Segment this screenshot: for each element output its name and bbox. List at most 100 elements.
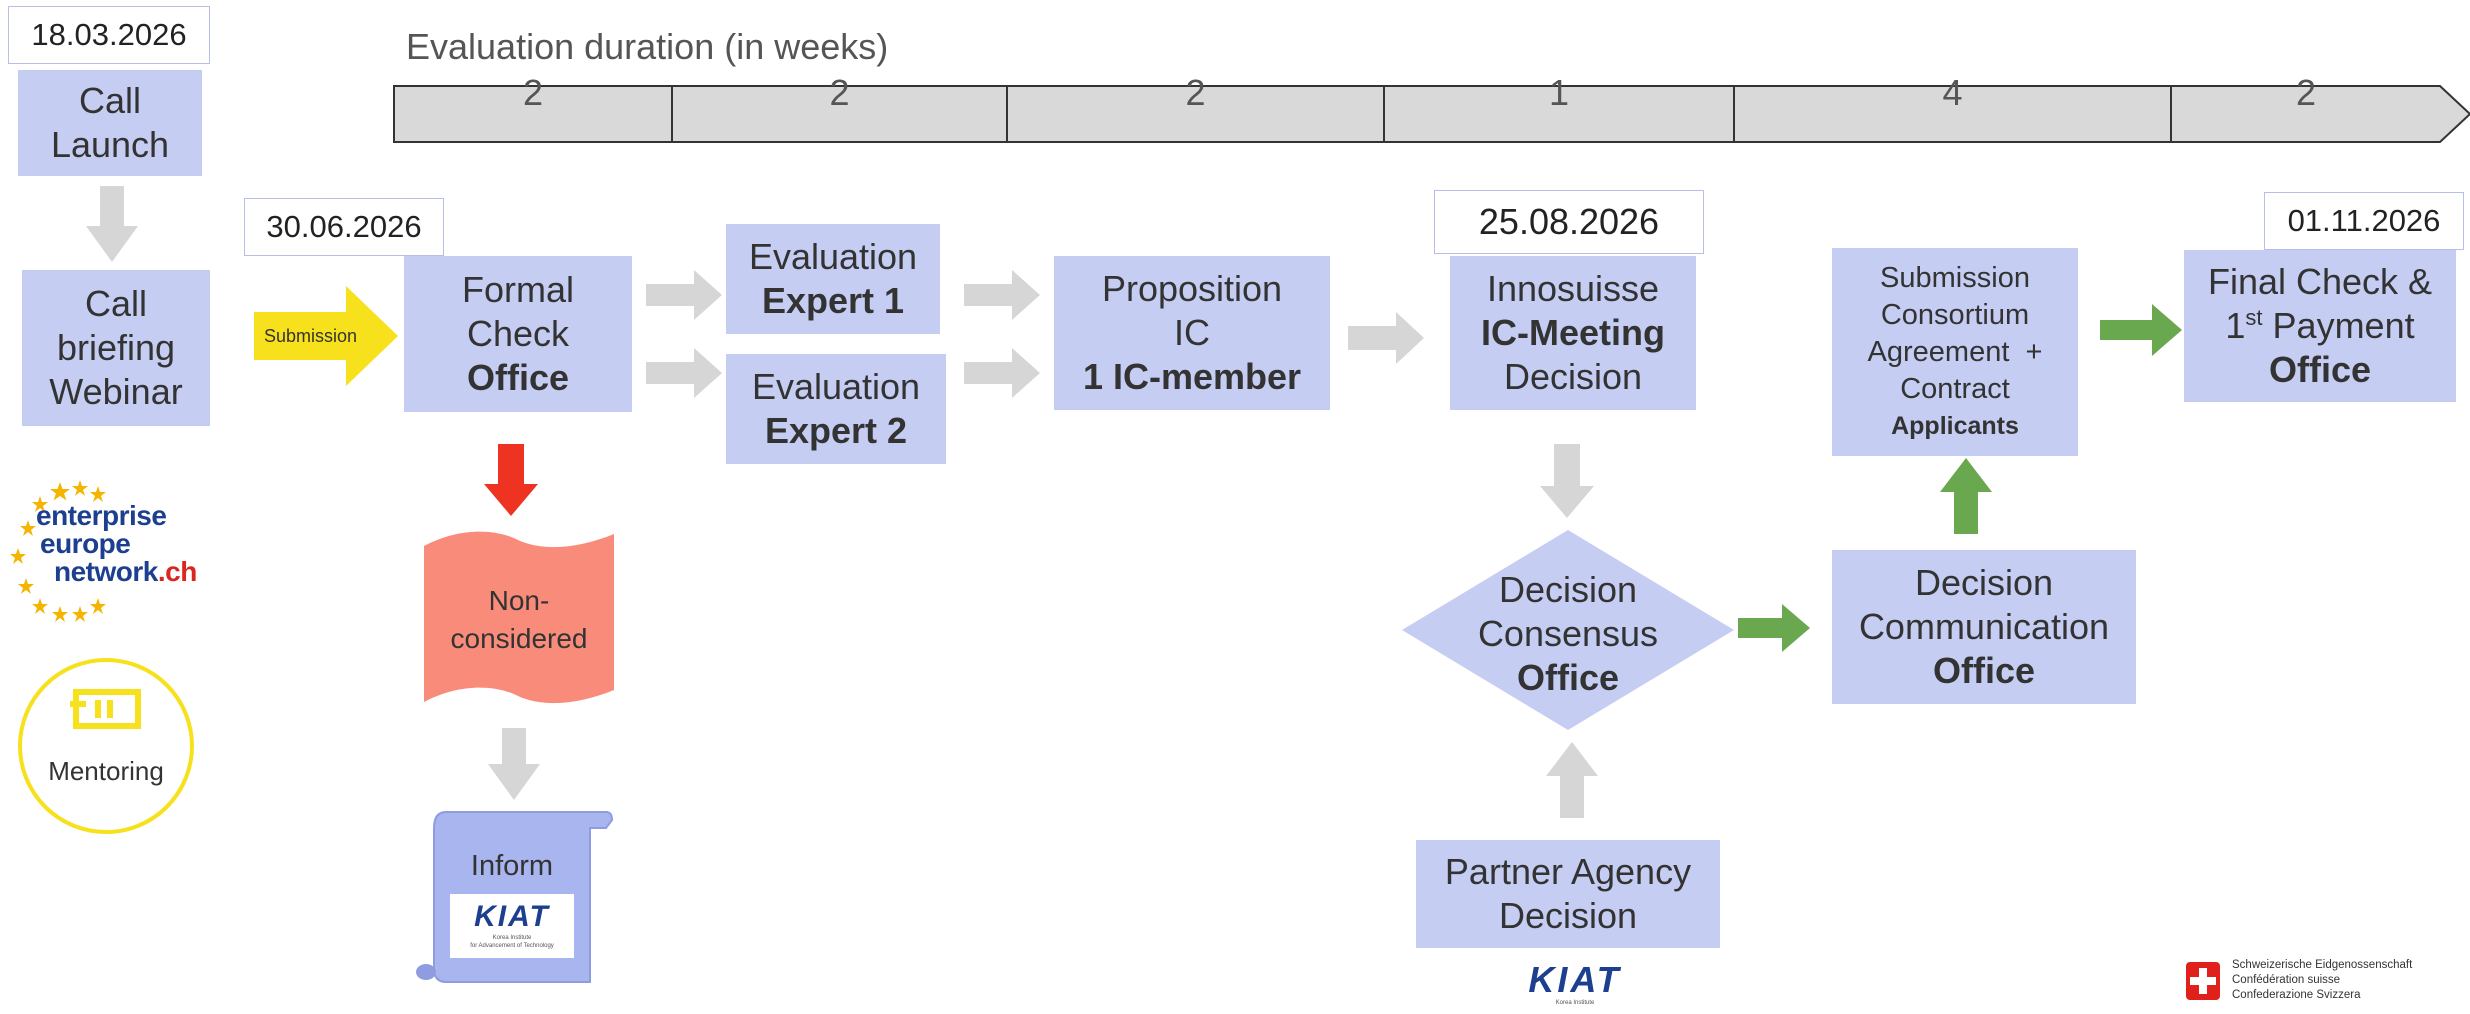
scroll-curl	[416, 964, 436, 980]
right-arrow	[964, 270, 1040, 320]
een-logo: enterprise europe network.ch	[36, 502, 197, 586]
swiss-text-line: Confederazione Svizzera	[2232, 989, 2361, 1001]
step-text: Evaluation	[751, 366, 921, 407]
step-decision-communication: Decision Communication Office	[1832, 550, 2136, 704]
step-consortium-agreement: Submission Consortium Agreement + Contra…	[1832, 248, 2078, 456]
step-text: Partner Agency	[1444, 851, 1692, 892]
swiss-flag-icon	[2186, 962, 2220, 1000]
timeline-segment: 2	[1185, 72, 1206, 113]
down-arrow	[488, 728, 540, 800]
step-call-briefing: Call briefing Webinar	[22, 270, 210, 426]
step-proposition-ic: Proposition IC 1 IC-member	[1054, 256, 1330, 410]
kiat-subtitle: Korea Institute	[492, 935, 532, 941]
step-text: Consortium	[1880, 298, 2030, 331]
step-role: IC-Meeting	[1481, 312, 1665, 353]
inform-label: Inform	[470, 850, 554, 882]
step-text: Innosuisse	[1486, 268, 1660, 309]
step-text: Call	[84, 283, 147, 324]
timeline-segment: 1	[1548, 72, 1570, 113]
mentoring-circle	[18, 658, 194, 834]
een-stars	[10, 480, 106, 622]
step-text: Formal	[461, 269, 574, 310]
non-considered-text: Non- considered	[424, 582, 614, 658]
step-evaluation-expert-2: Evaluation Expert 2	[726, 354, 946, 464]
timeline-bar	[393, 85, 2470, 143]
step-evaluation-expert-1: Evaluation Expert 1	[726, 224, 940, 334]
step-text: Call	[78, 80, 141, 121]
kiat-wordmark: KIAT	[474, 900, 550, 933]
step-role: Expert 1	[761, 280, 905, 321]
green-arrow	[2100, 304, 2182, 356]
step-text: Non-	[488, 585, 550, 616]
step-text-sup: st	[2245, 305, 2263, 330]
up-arrow	[1546, 742, 1598, 818]
step-role: Office	[1516, 657, 1620, 698]
swiss-text-line: Confédération suisse	[2232, 974, 2341, 986]
een-text: enterprise	[36, 500, 167, 531]
decision-consensus-text: Decision Consensus Office	[1418, 568, 1718, 700]
step-text: Consensus	[1477, 613, 1659, 654]
date-call-launch: 18.03.2026	[8, 6, 210, 64]
right-arrow	[1348, 312, 1424, 364]
mentoring-label: Mentoring	[48, 756, 164, 786]
step-text: considered	[450, 623, 588, 654]
een-text-accent: .ch	[157, 556, 197, 587]
step-text: IC	[1174, 312, 1210, 353]
right-arrow	[964, 348, 1040, 398]
submission-arrow	[254, 286, 398, 386]
step-text: Evaluation	[748, 236, 918, 277]
step-call-launch: Call Launch	[18, 70, 202, 176]
timeline-segment: 2	[829, 72, 850, 113]
step-text-part: Payment	[2262, 305, 2415, 346]
down-arrow	[1540, 444, 1594, 518]
swiss-text-line: Schweizerische Eidgenossenschaft	[2232, 959, 2413, 971]
step-text: briefing	[56, 327, 176, 368]
step-text: Communication	[1858, 606, 2110, 647]
non-considered-shape	[424, 531, 614, 704]
step-text: Decision	[1498, 895, 1638, 936]
een-text: europe	[40, 528, 131, 559]
decision-consensus-diamond	[1402, 530, 1734, 730]
step-role: Applicants	[1891, 411, 2019, 440]
kiat-logo: KIAT Korea Institute	[1500, 960, 1650, 1012]
step-text: Agreement +	[1867, 335, 2043, 368]
step-text: Check	[466, 313, 570, 354]
swiss-confederation-text: Schweizerische Eidgenossenschaft Confédé…	[2232, 958, 2412, 1003]
step-text-part: 1	[2225, 305, 2246, 346]
step-text: Launch	[50, 124, 170, 165]
timeline-segment: 4	[1942, 72, 1963, 113]
step-role: Expert 2	[764, 410, 908, 451]
kiat-logo-inform: KIAT Korea Institute for Advancement of …	[450, 894, 574, 958]
step-role: Office	[2268, 349, 2372, 390]
step-text: Proposition	[1101, 268, 1283, 309]
kiat-wordmark: KIAT	[1528, 959, 1622, 1000]
step-text: Contract	[1900, 372, 2010, 405]
step-partner-agency-decision: Partner Agency Decision	[1416, 840, 1720, 948]
right-arrow	[646, 348, 722, 398]
step-text: Final Check &	[2207, 261, 2433, 302]
een-text: network	[54, 556, 158, 587]
green-arrow	[1738, 604, 1810, 652]
kiat-subtitle: Korea Institute	[1555, 1000, 1595, 1006]
step-text: Decision	[1498, 569, 1638, 610]
kiat-subtitle: for Advancement of Technology	[470, 943, 554, 949]
timeline-title: Evaluation duration (in weeks)	[406, 26, 889, 67]
step-final-check: Final Check & 1st Payment Office	[2184, 250, 2456, 402]
step-role: Office	[1932, 650, 2036, 691]
mentoring-icon	[70, 689, 141, 729]
step-role: 1 IC-member	[1082, 356, 1302, 397]
submission-label: Submission	[264, 326, 358, 346]
step-text: 1st Payment	[2225, 304, 2414, 348]
step-text: Webinar	[49, 371, 183, 412]
step-text: Decision	[1914, 562, 2054, 603]
step-ic-meeting: Innosuisse IC-Meeting Decision	[1450, 256, 1696, 410]
green-arrow	[1940, 458, 1992, 534]
step-text: Submission	[1880, 261, 2030, 294]
date-ic-meeting: 25.08.2026	[1434, 190, 1704, 254]
step-role: Office	[466, 357, 570, 398]
right-arrow	[646, 270, 722, 320]
timeline-segment: 2	[522, 72, 544, 113]
down-arrow	[86, 186, 138, 262]
rejection-arrow	[484, 444, 538, 516]
